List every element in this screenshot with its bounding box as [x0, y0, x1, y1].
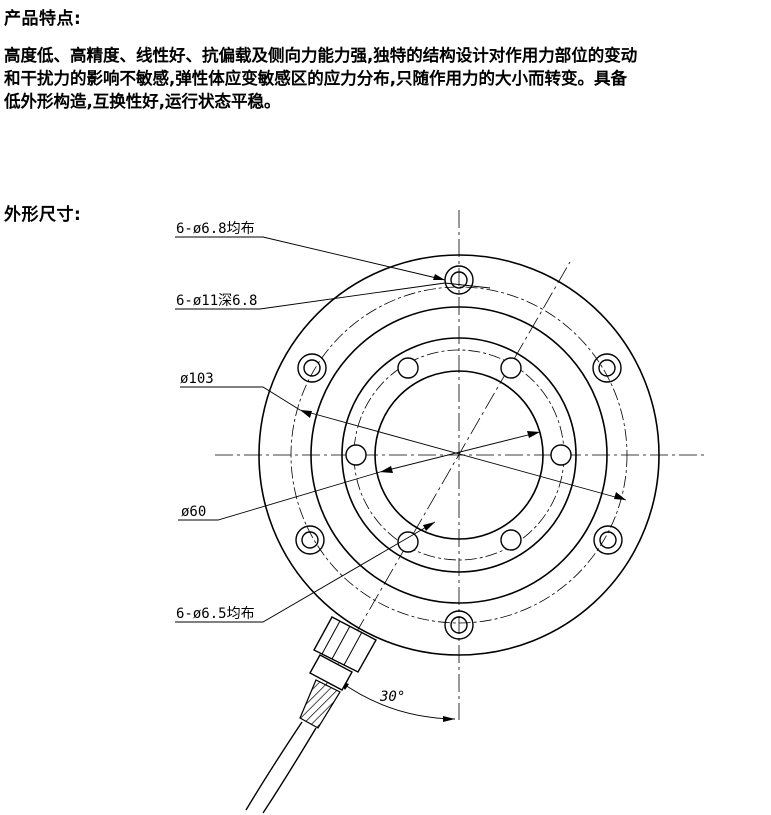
strain-relief — [299, 679, 341, 729]
outer-bolt-circle — [290, 286, 628, 624]
leader-lines — [175, 236, 491, 623]
leader-inner-holes — [175, 521, 436, 623]
inner-hole-3 — [345, 444, 367, 466]
outer-hole-lower-right — [593, 525, 623, 555]
label-inner-diameter: ø60 — [181, 504, 206, 520]
bore-circle — [374, 370, 544, 540]
inner-hole-6 — [500, 529, 522, 551]
label-inner-holes: 6-ø6.5均布 — [176, 606, 255, 622]
inner-hole-2 — [500, 357, 522, 379]
d60-line — [379, 431, 541, 473]
angle-arc — [337, 679, 456, 720]
d103-arrow-right — [614, 492, 626, 500]
outer-hole-upper-right — [592, 353, 622, 383]
cable-strain-relief — [299, 679, 341, 729]
leader-arrows — [423, 274, 445, 531]
dimension-arrows — [300, 410, 626, 500]
cable-edge-2 — [262, 727, 317, 814]
label-outer-diameter: ø103 — [180, 371, 214, 387]
cable-gland — [309, 616, 377, 691]
leader-through-holes — [175, 236, 446, 281]
d103-line — [299, 409, 627, 501]
label-cable-angle: 30° — [379, 689, 405, 705]
d60-arrow-right — [527, 431, 540, 438]
body-outline — [258, 254, 660, 656]
leader-counterbore — [175, 282, 446, 310]
outer-hole-upper-left — [297, 353, 327, 383]
angle-dimension — [337, 679, 456, 720]
raised-ring-outer — [310, 306, 608, 604]
raised-ring-inner — [341, 337, 577, 573]
outer-flange-edge — [258, 254, 660, 656]
outer-holes — [295, 265, 623, 640]
cable-edge-1 — [245, 721, 303, 811]
gland-nut — [309, 654, 353, 691]
inner-hole-1 — [397, 357, 419, 379]
label-through-holes: 6-ø6.8均布 — [176, 221, 255, 237]
angle-arrow-right — [443, 716, 455, 722]
label-counterbore: 6-ø11深6.8 — [176, 293, 257, 309]
outer-hole-lower-left — [295, 525, 325, 555]
d103-arrow-left — [300, 410, 312, 418]
arrow-through-holes — [433, 274, 445, 280]
outer-hole-bottom — [444, 610, 474, 640]
features-heading: 产品特点: — [4, 9, 82, 29]
arrow-inner-holes — [423, 522, 435, 531]
leader-d60 — [178, 471, 381, 521]
dimension-lines — [299, 409, 627, 501]
features-description: 高度低、高精度、线性好、抗偏载及侧向力能力强,独特的结构设计对作用力部位的变动 … — [4, 46, 638, 111]
dimensions-heading: 外形尺寸: — [4, 205, 82, 225]
d60-arrow-left — [380, 466, 393, 473]
leader-d103 — [180, 386, 301, 411]
leader-hole-tick — [444, 282, 491, 289]
inner-hole-5 — [397, 531, 419, 553]
cable — [245, 721, 317, 814]
inner-hole-4 — [550, 444, 572, 466]
center-lines — [215, 210, 705, 720]
inner-holes — [345, 357, 572, 553]
diagonal-center-line — [325, 261, 571, 686]
